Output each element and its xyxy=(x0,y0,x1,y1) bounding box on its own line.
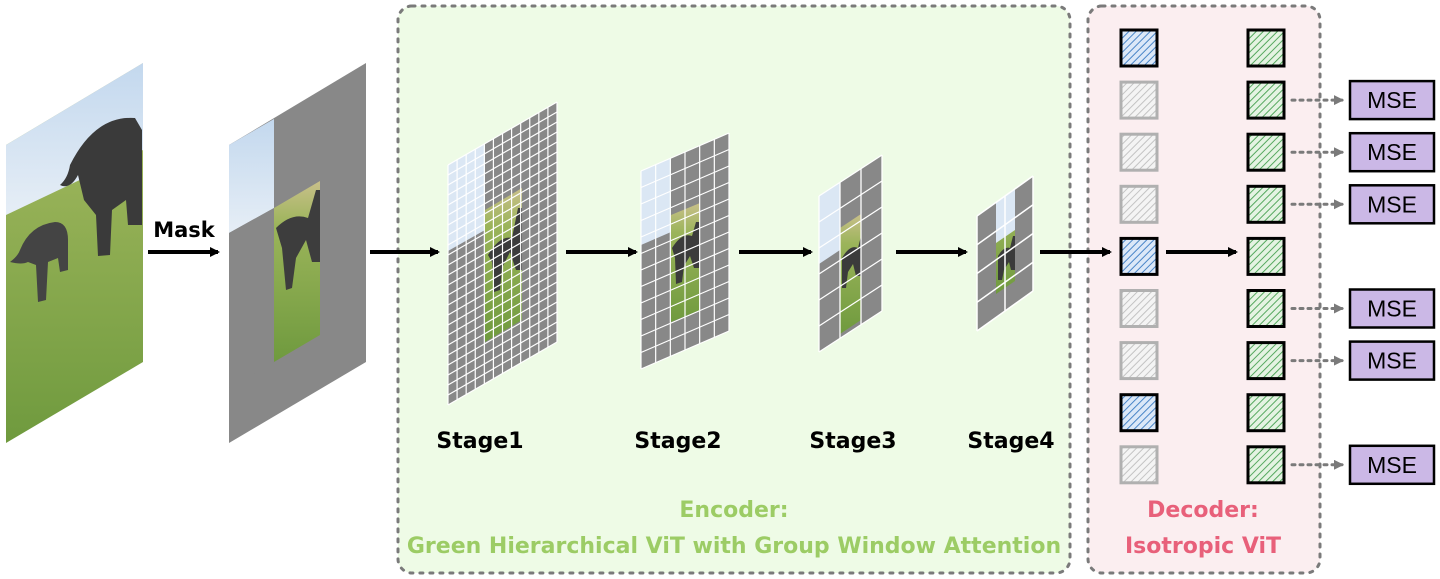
masked-token xyxy=(1119,132,1159,172)
mse-label: MSE xyxy=(1367,139,1417,165)
stage2-label: Stage2 xyxy=(634,429,721,454)
stage4-feature-map xyxy=(976,175,1034,332)
visible-token xyxy=(1119,236,1159,276)
encoder-panel xyxy=(396,4,1072,575)
output-token xyxy=(1246,28,1286,68)
encoder-subtitle: Green Hierarchical ViT with Group Window… xyxy=(407,534,1061,559)
stage3-label: Stage3 xyxy=(809,429,896,454)
mask-label: Mask xyxy=(153,218,216,242)
encoder-title: Encoder: xyxy=(679,498,788,523)
masked-token xyxy=(1119,341,1159,381)
mse-label: MSE xyxy=(1367,348,1417,374)
output-token xyxy=(1246,341,1286,381)
decoder-subtitle: Isotropic ViT xyxy=(1125,534,1281,559)
mse-label: MSE xyxy=(1367,87,1417,113)
mse-label: MSE xyxy=(1367,296,1417,322)
stage4-label: Stage4 xyxy=(967,429,1054,454)
decoder-output-tokens xyxy=(1246,28,1286,485)
masked-token xyxy=(1119,184,1159,224)
output-token xyxy=(1246,80,1286,120)
mse-losses: MSE MSE MSE MSE MSE MSE xyxy=(1290,79,1436,486)
stage3-feature-map xyxy=(818,154,883,353)
decoder-input-tokens xyxy=(1119,28,1159,485)
masked-token xyxy=(1119,80,1159,120)
stage1-feature-map xyxy=(447,101,558,406)
mse-box xyxy=(1348,444,1436,486)
output-token xyxy=(1246,289,1286,328)
mse-box xyxy=(1348,340,1436,381)
mse-box xyxy=(1348,184,1436,225)
stage1-label: Stage1 xyxy=(436,429,523,454)
visible-token xyxy=(1119,28,1159,68)
visible-token xyxy=(1119,393,1159,433)
mse-label: MSE xyxy=(1367,191,1417,217)
masked-image xyxy=(229,63,366,443)
decoder-title: Decoder: xyxy=(1147,498,1259,523)
mse-label: MSE xyxy=(1367,452,1417,478)
output-token xyxy=(1246,445,1286,485)
output-token xyxy=(1246,184,1286,224)
mse-box xyxy=(1348,79,1436,121)
output-token xyxy=(1246,132,1286,172)
output-token xyxy=(1246,236,1286,276)
stage2-feature-map xyxy=(640,132,730,370)
output-token xyxy=(1246,393,1286,433)
mse-box xyxy=(1348,131,1436,173)
mse-box xyxy=(1348,288,1436,329)
masked-token xyxy=(1119,289,1159,328)
input-image xyxy=(6,63,143,443)
masked-token xyxy=(1119,445,1159,485)
